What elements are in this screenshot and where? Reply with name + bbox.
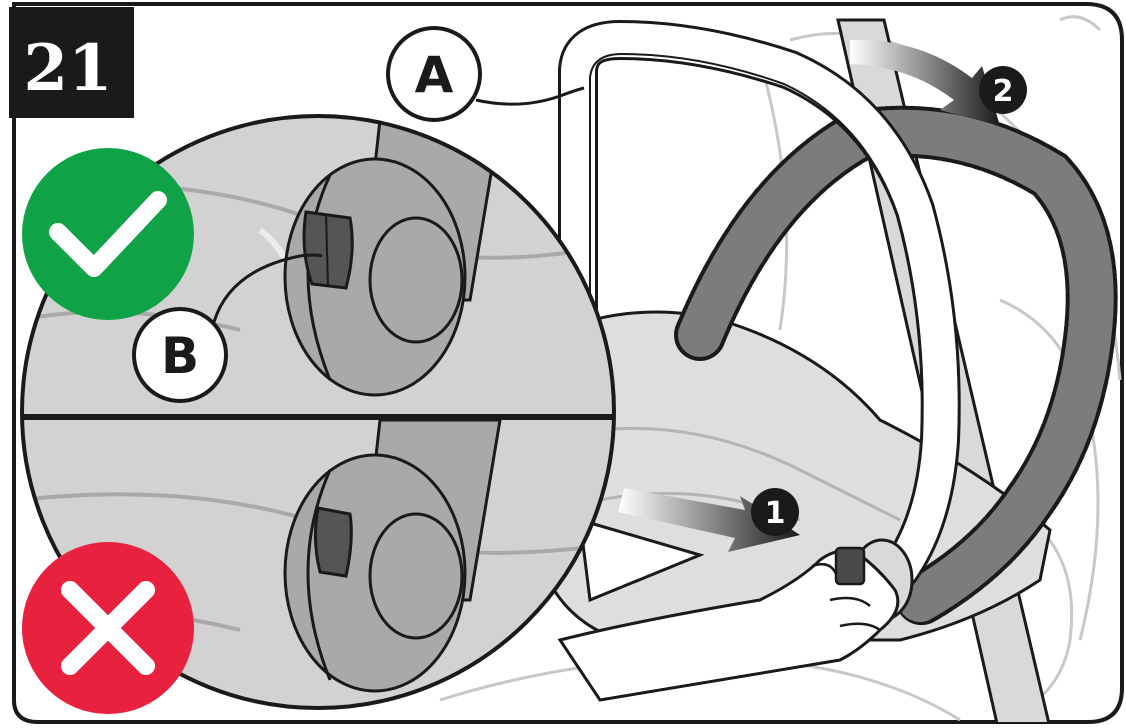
handle-leader-line	[475, 86, 585, 106]
action-number-1: 1	[751, 488, 799, 536]
hand	[557, 546, 900, 702]
cross-icon	[61, 581, 155, 675]
correct-indicator	[22, 148, 194, 320]
magnifier-circle	[20, 114, 616, 710]
push-arrow	[618, 488, 800, 552]
callout-a-label: A	[415, 46, 454, 104]
release-button-pressed	[313, 506, 353, 578]
check-icon	[49, 191, 167, 277]
magnifier-pointer	[578, 517, 705, 603]
hub-incorrect	[283, 453, 467, 693]
release-button-raised	[302, 210, 354, 290]
step-number: 21	[23, 31, 112, 106]
incorrect-indicator	[22, 542, 194, 714]
action-number-1-label: 1	[765, 496, 786, 531]
callout-b: B	[132, 307, 228, 403]
step-badge: 21	[9, 7, 134, 118]
magnifier-divider	[22, 414, 614, 420]
callout-b-label: B	[161, 327, 199, 385]
callout-a: A	[386, 26, 482, 122]
button-leader-line	[212, 253, 323, 323]
action-number-2: 2	[979, 66, 1027, 114]
handle-rotated	[678, 109, 1114, 622]
action-number-2-label: 2	[993, 74, 1014, 109]
rotate-arrow	[850, 39, 1000, 126]
